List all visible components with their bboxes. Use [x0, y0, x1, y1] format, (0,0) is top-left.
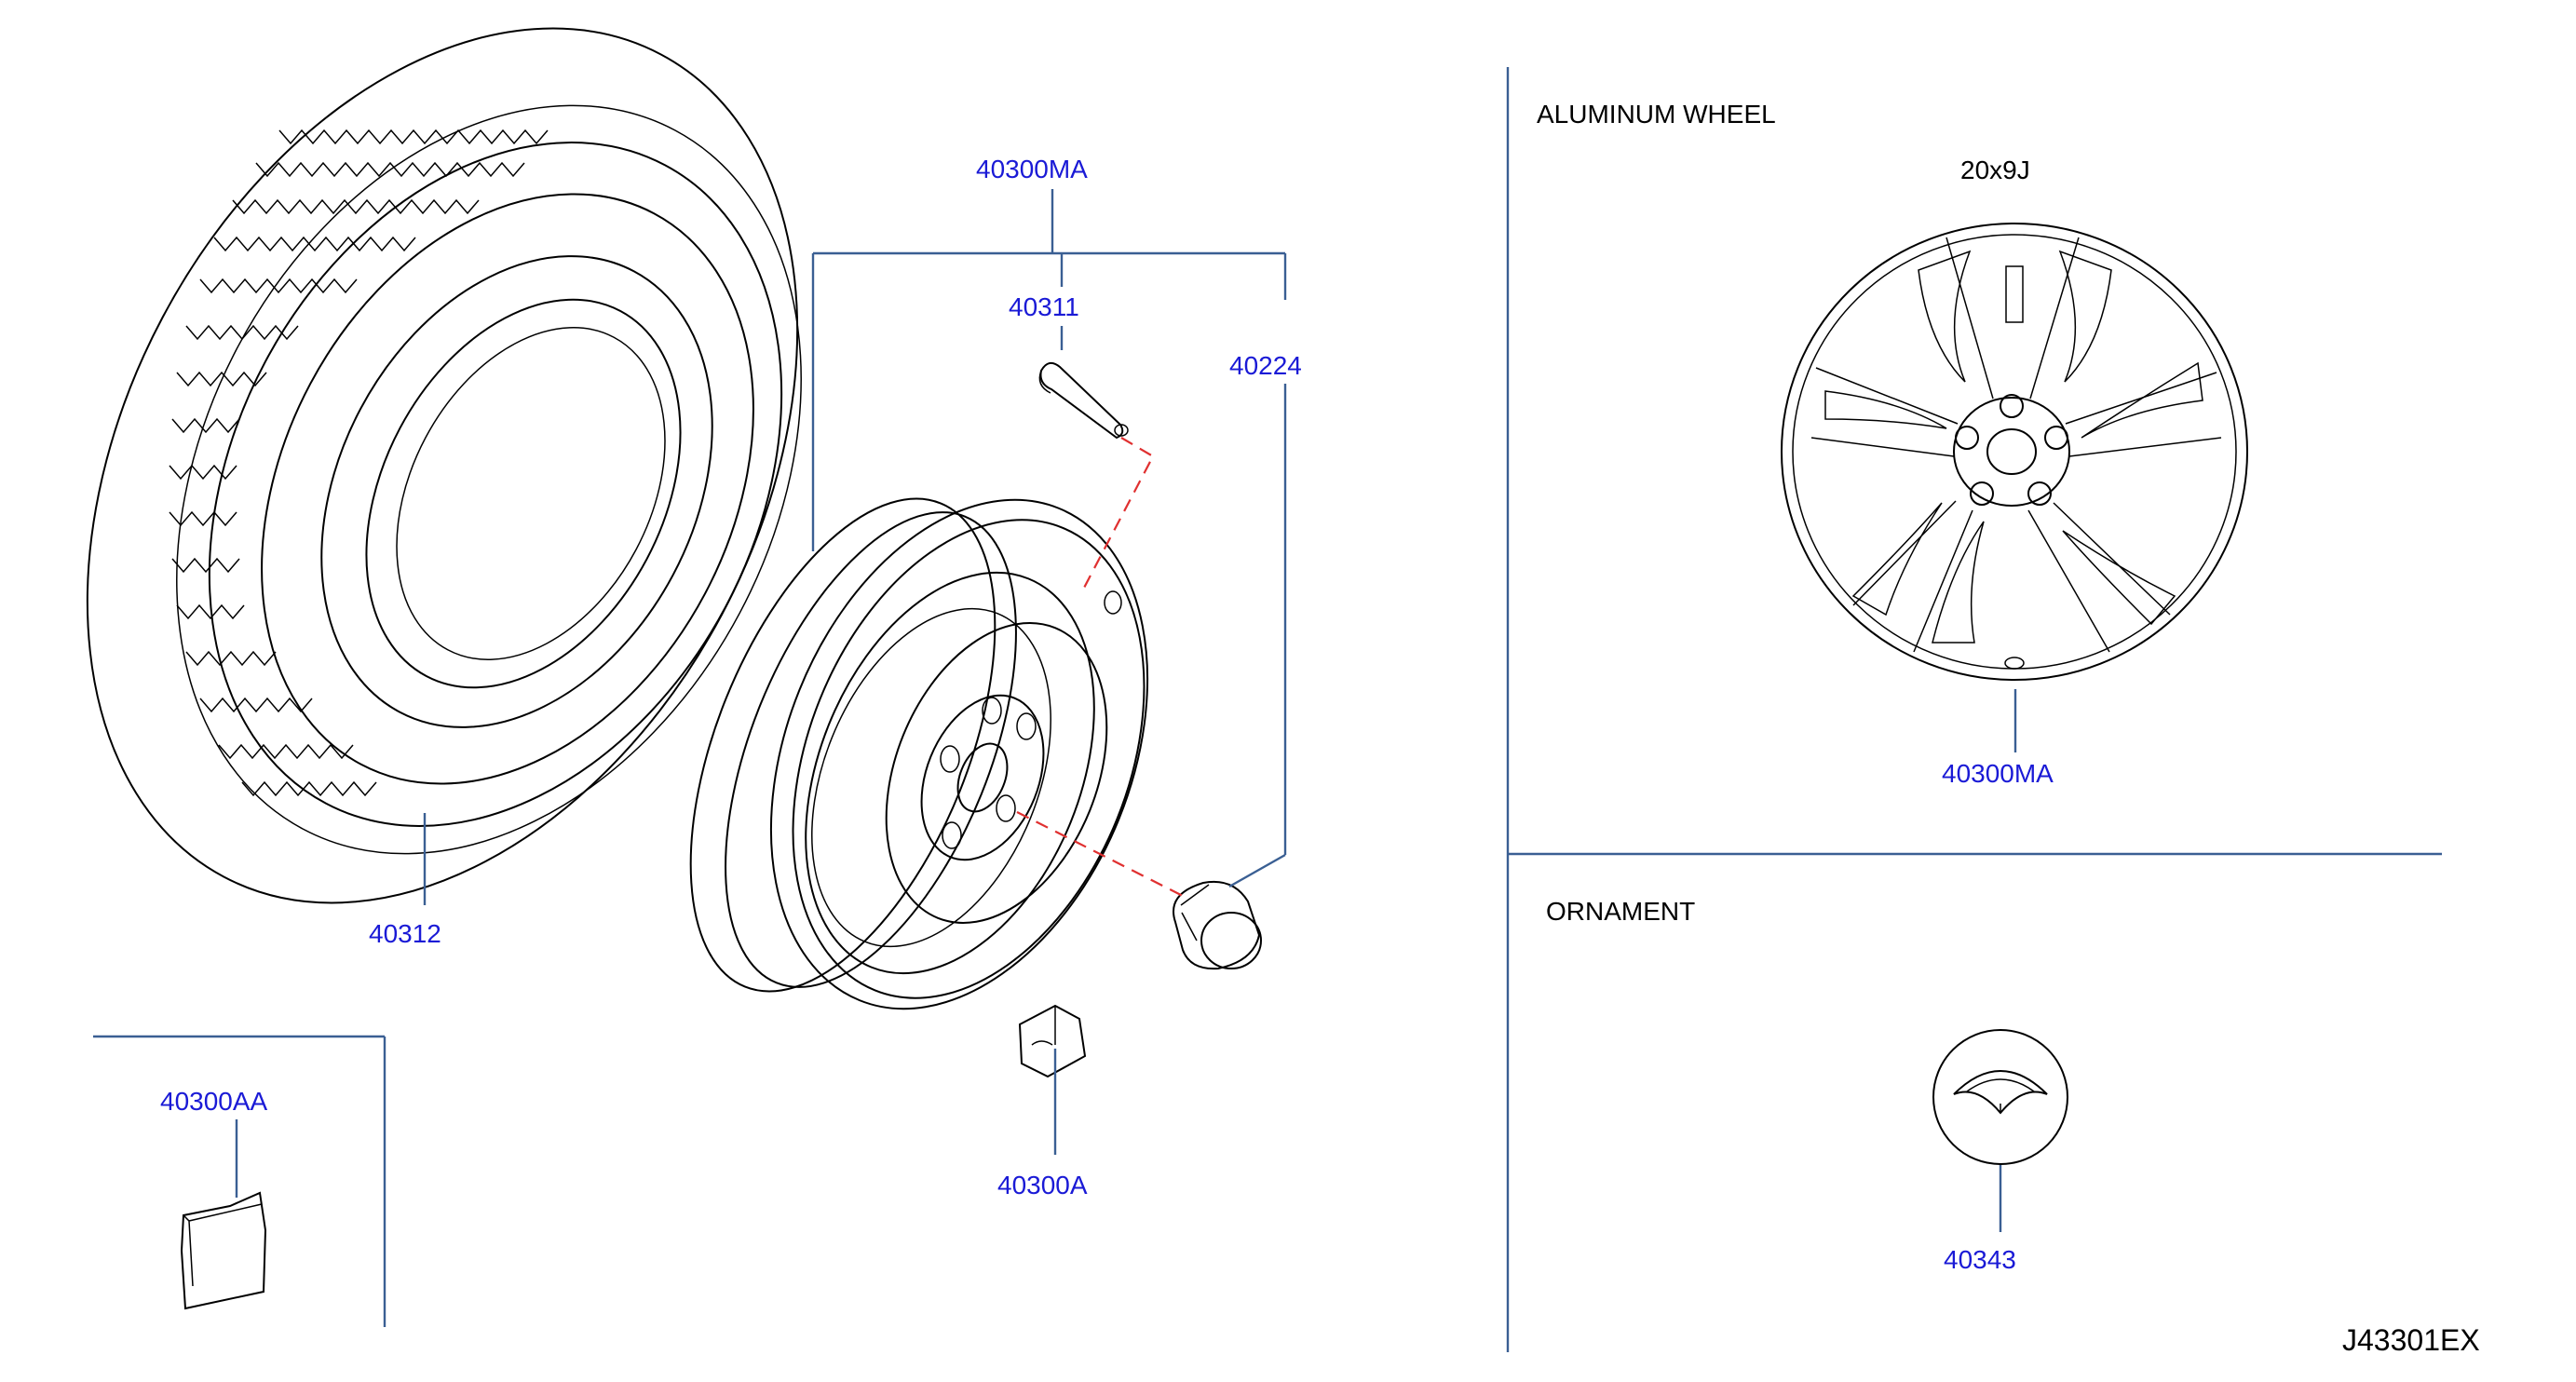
leader-lines — [235, 189, 2017, 1232]
callout-40300ma-assembly[interactable]: 40300MA — [976, 155, 1088, 183]
callout-labels: ALUMINUM WHEEL 20x9J ORNAMENT 40300MA 40… — [160, 100, 2480, 1357]
callout-40224-nut[interactable]: 40224 — [1229, 351, 1302, 380]
aluminum-wheel-drawing[interactable] — [1781, 223, 2248, 681]
callout-40343-ornament[interactable]: 40343 — [1944, 1245, 2016, 1274]
callout-40300aa-weight[interactable]: 40300AA — [160, 1087, 268, 1116]
section-dividers — [93, 67, 2442, 1352]
valve-stem-drawing[interactable] — [1038, 361, 1129, 440]
assembly-dash-lines — [1016, 437, 1184, 897]
aluminum-wheel-heading: ALUMINUM WHEEL — [1537, 100, 1776, 129]
ornament-drawing[interactable] — [1932, 1029, 2068, 1165]
callout-40300ma-aluminum[interactable]: 40300MA — [1942, 759, 2054, 788]
diagram-code: J43301EX — [2342, 1323, 2480, 1357]
ornament-heading: ORNAMENT — [1546, 897, 1695, 926]
tire-drawing[interactable] — [0, 0, 941, 1025]
callout-40312-tire[interactable]: 40312 — [369, 919, 441, 948]
wheel-nut-drawing[interactable] — [1173, 881, 1262, 970]
wheel-size-label: 20x9J — [1960, 156, 2030, 184]
steel-wheel-drawing[interactable] — [629, 443, 1218, 1064]
callout-40311-valve[interactable]: 40311 — [1009, 292, 1079, 321]
callout-40300a-weight[interactable]: 40300A — [997, 1171, 1088, 1199]
adhesive-weight-drawing[interactable] — [180, 1191, 267, 1310]
balance-weight-drawing[interactable] — [1018, 1004, 1087, 1078]
